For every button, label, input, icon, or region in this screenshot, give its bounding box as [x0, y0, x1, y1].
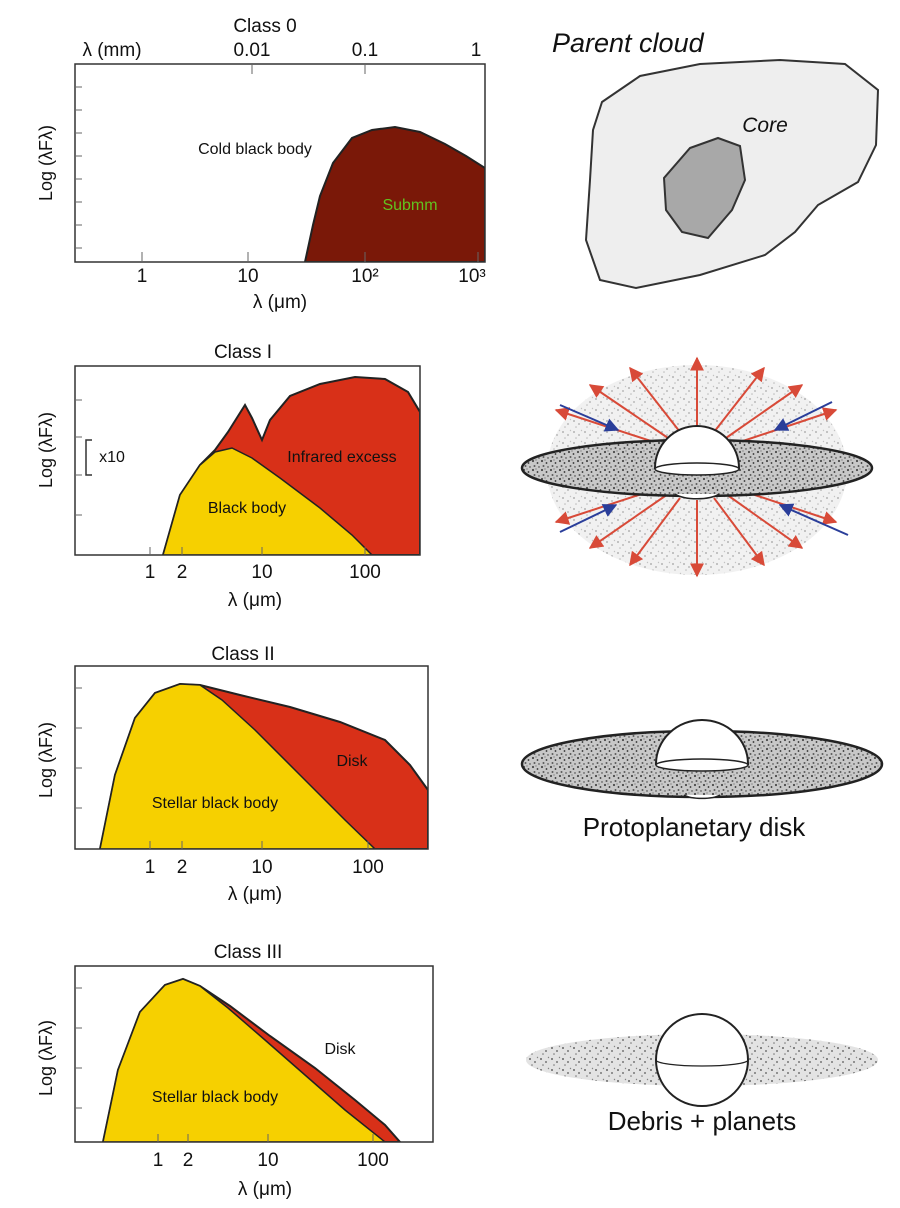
top-tick-0.01: 0.01 [234, 40, 271, 61]
class-2-tick-2: 2 [177, 857, 188, 878]
class-1-title: Class I [214, 342, 272, 363]
core-label: Core [742, 114, 788, 137]
core-shape [662, 136, 747, 240]
class-1-sed-blackbody [162, 447, 374, 555]
class-3-x-axis-label: λ (μm) [238, 1179, 292, 1200]
x10-bracket [85, 439, 92, 476]
parent-cloud-illustration: Parent cloud Core [552, 28, 880, 290]
protostar-equator [654, 462, 740, 476]
class-3-y-axis-label: Log (λFλ) [36, 1020, 56, 1096]
disk-label: Disk [324, 1041, 356, 1058]
class-1-panel: Class I x10 Infrared excess Black body L… [36, 342, 421, 611]
bottom-tick-10: 10 [237, 266, 258, 287]
class-3-sed-stellar [102, 978, 387, 1142]
infrared-excess-label: Infrared excess [287, 449, 396, 466]
class-1-frame [74, 365, 421, 556]
submm-label: Submm [382, 197, 437, 214]
class-2-y-axis-label: Log (λFλ) [36, 722, 56, 798]
debris-caption: Debris + planets [608, 1106, 797, 1136]
class-1-y-axis-label: Log (λFλ) [36, 412, 56, 488]
class-3-tick-2: 2 [183, 1150, 194, 1171]
class-2-sed-stellar [99, 683, 377, 849]
class-1-tick-1: 1 [145, 562, 156, 583]
star [655, 1013, 749, 1107]
class-3-tick-10: 10 [257, 1150, 278, 1171]
class-1-tick-2: 2 [177, 562, 188, 583]
class-0-x-axis-label: λ (μm) [253, 292, 307, 313]
class-3-tick-1: 1 [153, 1150, 164, 1171]
class-0-y-axis-label: Log (λFλ) [36, 125, 56, 201]
infall-arrows [559, 401, 849, 536]
protoplanetary-disk-illustration: Protoplanetary disk [520, 719, 884, 842]
class-1-x-axis-label: λ (μm) [228, 590, 282, 611]
class-0-frame [74, 63, 486, 263]
protostar-outflow-illustration [520, 356, 874, 578]
x10-scale-note: x10 [99, 449, 125, 466]
class-2-tick-10: 10 [251, 857, 272, 878]
stellar-black-body-label: Stellar black body [152, 795, 278, 812]
top-tick-1: 1 [471, 40, 482, 61]
black-body-label: Black body [208, 500, 286, 517]
class-0-sed-submm [303, 125, 485, 262]
class-1-tick-100: 100 [349, 562, 381, 583]
class-2-title: Class II [211, 644, 274, 665]
class-2-panel: Class II Disk Stellar black body Log (λF… [36, 644, 429, 905]
class-0-title: Class 0 [233, 16, 296, 37]
class-2-tick-100: 100 [352, 857, 384, 878]
star-equator [655, 1059, 749, 1067]
class-3-frame [74, 965, 434, 1143]
top-axis-unit: λ (mm) [82, 40, 141, 61]
class-3-panel: Class III Disk Stellar black body Log (λ… [36, 942, 434, 1200]
class-2-tick-1: 1 [145, 857, 156, 878]
class-2-x-axis-label: λ (μm) [228, 884, 282, 905]
cold-black-body-label: Cold black body [198, 141, 312, 158]
class-0-panel: Class 0 λ (mm) 0.01 0.1 1 Cold black bod… [36, 16, 486, 313]
star-bottom [683, 794, 721, 800]
protostar-bottom [674, 493, 720, 500]
disk-label: Disk [336, 753, 368, 770]
star-top [654, 719, 750, 765]
star-equator [655, 758, 749, 772]
top-tick-0.1: 0.1 [352, 40, 378, 61]
class-3-tick-100: 100 [357, 1150, 389, 1171]
protoplanetary-caption: Protoplanetary disk [583, 812, 807, 842]
stellar-black-body-label: Stellar black body [152, 1089, 278, 1106]
class-1-tick-10: 10 [251, 562, 272, 583]
class-3-title: Class III [214, 942, 283, 963]
protostar-top [653, 425, 741, 469]
bottom-tick-100: 10² [351, 266, 378, 287]
bottom-tick-1000: 10³ [458, 266, 485, 287]
parent-cloud-title: Parent cloud [552, 28, 705, 58]
bottom-tick-1: 1 [137, 266, 148, 287]
class-2-frame [74, 665, 429, 850]
debris-disk-illustration: Debris + planets [526, 1013, 878, 1136]
